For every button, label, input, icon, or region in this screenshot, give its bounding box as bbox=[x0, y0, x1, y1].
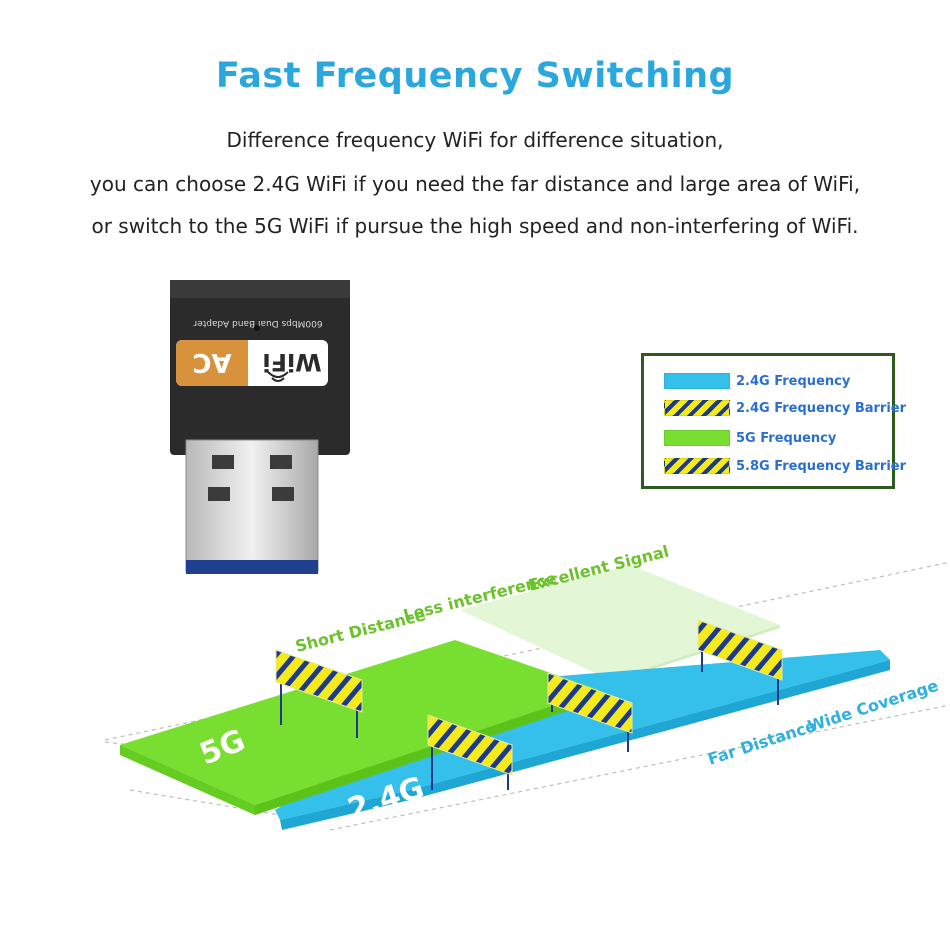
legend-item-5g: 5G Frequency bbox=[664, 429, 836, 447]
barrier-5g bbox=[275, 649, 363, 738]
wifi-signal-icon bbox=[267, 371, 289, 382]
legend-label: 2.4G Frequency bbox=[736, 373, 851, 389]
legend-item-58g-barrier: 5.8G Frequency Barrier bbox=[664, 457, 906, 475]
description-line-3: or switch to the 5G WiFi if pursue the h… bbox=[91, 214, 859, 238]
adapter-model-text: 600Mbps Dual Band Adapter bbox=[193, 318, 322, 328]
band-5g-faded bbox=[460, 565, 780, 680]
description-line-1: Difference frequency WiFi for difference… bbox=[226, 128, 724, 152]
description-line-2: you can choose 2.4G WiFi if you need the… bbox=[89, 172, 861, 196]
usb-plug bbox=[185, 439, 319, 573]
legend-swatch-stripe bbox=[664, 400, 730, 416]
barrier-24g-3 bbox=[697, 619, 783, 705]
barrier-24g-2 bbox=[547, 672, 633, 752]
page-title: Fast Frequency Switching bbox=[215, 56, 735, 96]
legend-label: 5G Frequency bbox=[736, 430, 837, 446]
legend-item-24g: 2.4G Frequency bbox=[664, 372, 850, 390]
legend-item-24g-barrier: 2.4G Frequency Barrier bbox=[664, 399, 906, 417]
wifi-text: WiFi bbox=[262, 348, 321, 376]
frequency-diagram: 5G 2.4G Short Distance Less interference… bbox=[104, 542, 950, 831]
ac-text: AC bbox=[192, 347, 231, 377]
barrier-24g-1 bbox=[427, 714, 513, 790]
legend-box: 2.4G Frequency 2.4G Frequency Barrier 5G… bbox=[641, 353, 906, 489]
legend-swatch-stripe bbox=[664, 458, 730, 474]
legend-swatch-green bbox=[664, 430, 730, 446]
ac-badge bbox=[176, 340, 248, 386]
band-5g bbox=[120, 640, 600, 805]
label-far-distance: Far Distance bbox=[705, 716, 818, 769]
usb-adapter-image: 600Mbps Dual Band Adapter AC WiFi bbox=[170, 280, 350, 574]
legend-label: 2.4G Frequency Barrier bbox=[736, 400, 907, 416]
legend-swatch-blue bbox=[664, 373, 730, 389]
legend-label: 5.8G Frequency Barrier bbox=[736, 458, 907, 474]
